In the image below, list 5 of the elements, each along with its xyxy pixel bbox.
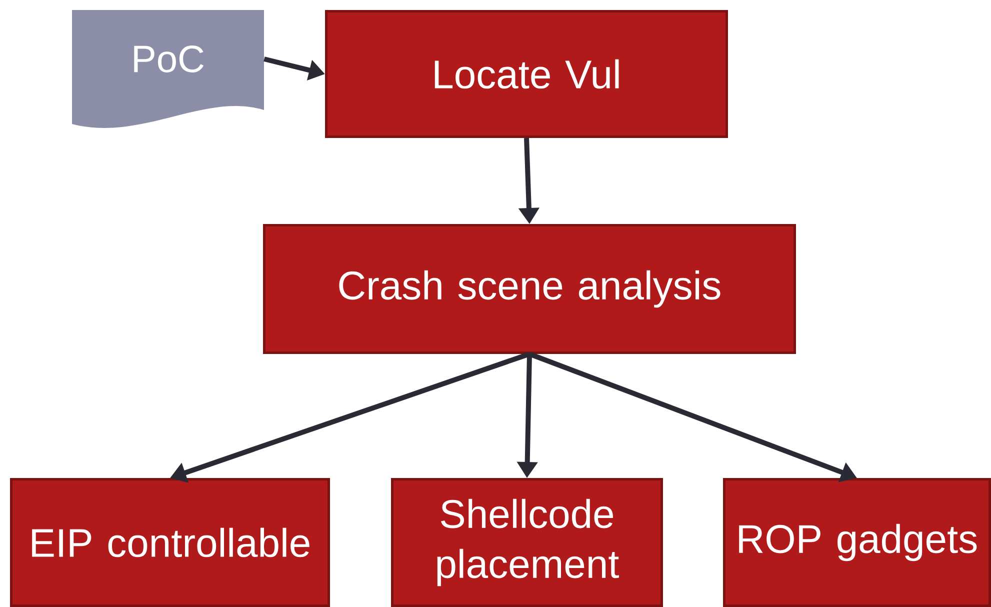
process-box: EIP controllable — [10, 478, 330, 607]
process-box: Crash scene analysis — [263, 224, 796, 354]
process-box: Locate Vul — [325, 10, 728, 138]
process-box: Shellcode placement — [391, 478, 663, 607]
process-box: ROP gadgets — [723, 478, 991, 607]
